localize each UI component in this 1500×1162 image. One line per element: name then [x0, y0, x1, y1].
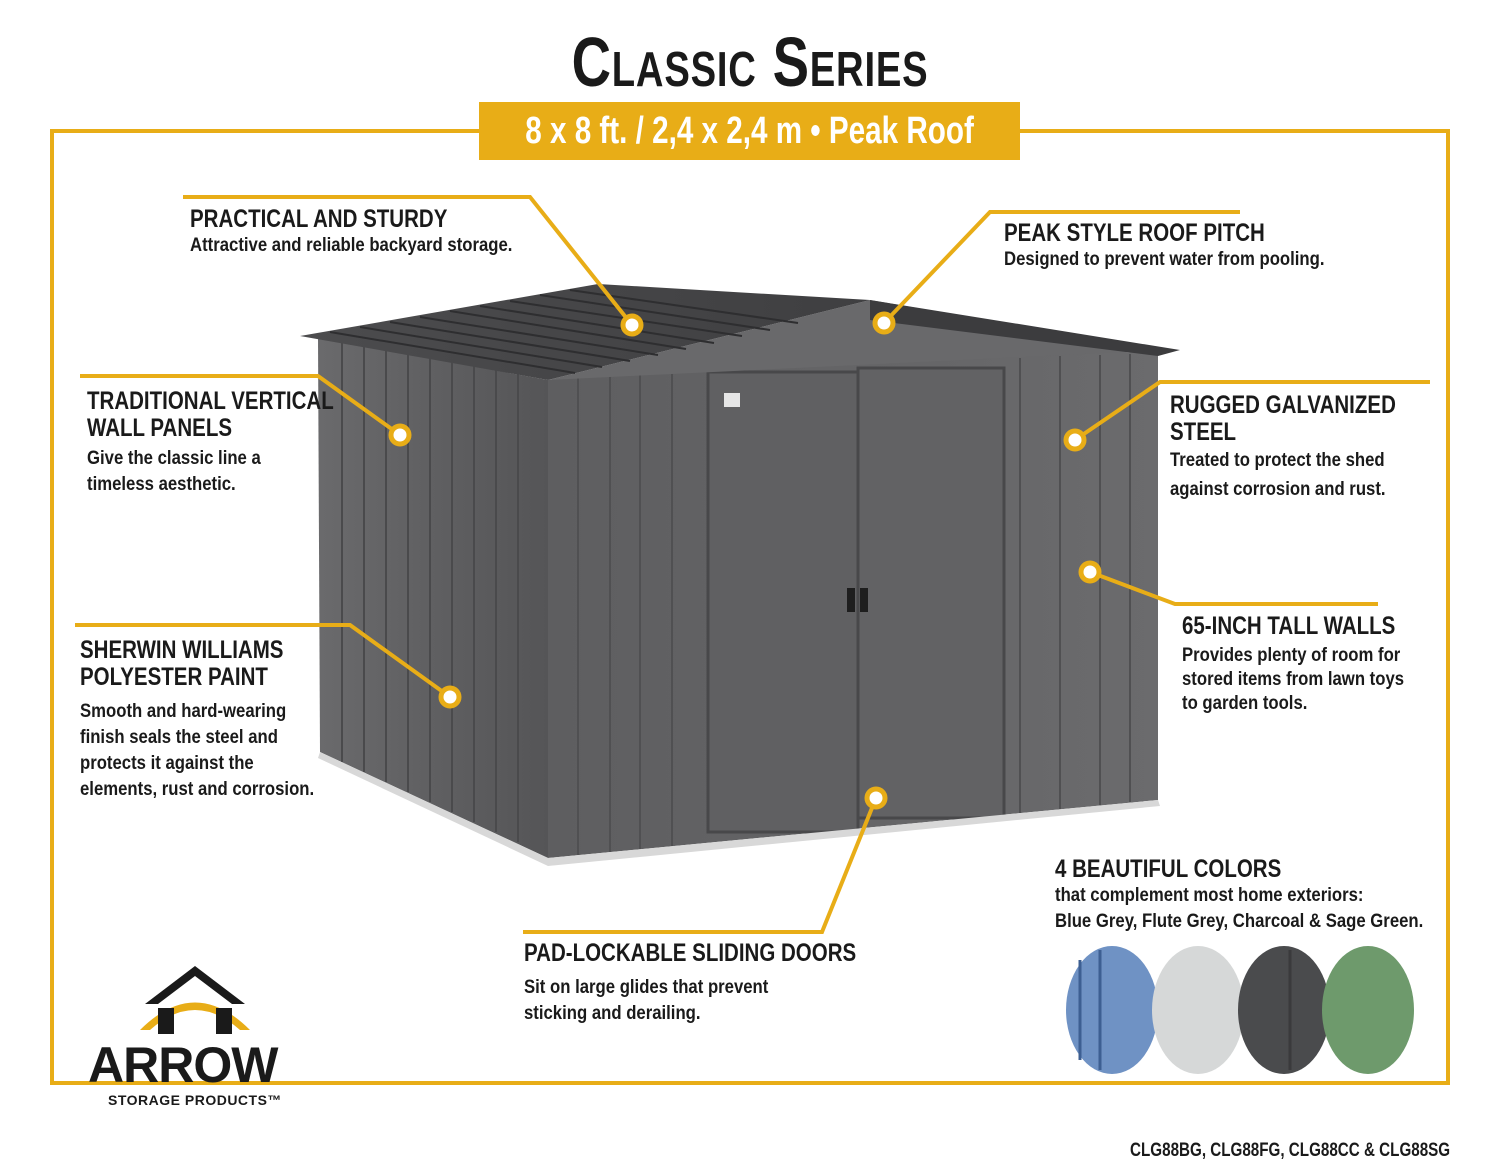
marker-panels	[388, 423, 412, 447]
swatch-blue-grey	[1066, 946, 1158, 1074]
callout-walls-heading: 65-INCH TALL WALLS	[1182, 612, 1396, 640]
callout-walls: 65-INCH TALL WALLS Provides plenty of ro…	[1182, 613, 1442, 716]
callout-steel: RUGGED GALVANIZED STEEL Treated to prote…	[1170, 392, 1500, 504]
door-handle-right	[860, 588, 868, 612]
callout-panels-heading: TRADITIONAL VERTICAL WALL PANELS	[87, 387, 334, 442]
shed-badge	[724, 393, 740, 407]
shed-base	[318, 752, 1160, 866]
brand-subtitle: STORAGE PRODUCTS™	[108, 1092, 282, 1108]
colors-line-1: that complement most home exteriors:	[1055, 885, 1364, 906]
callout-paint: SHERWIN WILLIAMS POLYESTER PAINT Smooth …	[80, 637, 346, 803]
callout-practical-text: Attractive and reliable backyard storage…	[190, 235, 513, 256]
shed-gable	[548, 300, 1168, 380]
door-handle-left	[847, 588, 855, 612]
sliding-door-right	[856, 366, 1006, 820]
shed-roof-right	[870, 300, 1180, 356]
swatch-sage-green	[1322, 946, 1414, 1074]
marker-walls	[1078, 560, 1102, 584]
marker-roof-left	[620, 313, 644, 337]
callout-practical-heading: PRACTICAL AND STURDY	[190, 205, 448, 233]
callout-roof: PEAK STYLE ROOF PITCH Designed to preven…	[1004, 220, 1368, 273]
roof-ribs	[329, 289, 799, 374]
callout-roof-heading: PEAK STYLE ROOF PITCH	[1004, 219, 1265, 247]
brand-name: ARROW	[88, 1037, 278, 1093]
subtitle-text: 8 x 8 ft. / 2,4 x 2,4 m • Peak Roof	[525, 109, 974, 152]
callout-panels-text: Give the classic line a timeless aesthet…	[87, 448, 261, 495]
callout-steel-heading: RUGGED GALVANIZED STEEL	[1170, 391, 1396, 446]
leader-lines	[75, 195, 1430, 934]
sliding-door-left	[706, 370, 860, 834]
marker-doors	[864, 786, 888, 810]
callout-doors: PAD-LOCKABLE SLIDING DOORS Sit on large …	[524, 940, 929, 1027]
colors-heading: 4 BEAUTIFUL COLORS	[1055, 855, 1282, 883]
marker-roof-peak	[872, 311, 896, 335]
subtitle-banner: 8 x 8 ft. / 2,4 x 2,4 m • Peak Roof	[479, 102, 1020, 160]
callout-walls-text: Provides plenty of room for stored items…	[1182, 645, 1405, 714]
callout-steel-text: Treated to protect the shed against corr…	[1170, 450, 1386, 500]
color-swatches	[1066, 946, 1414, 1074]
colors-section: 4 BEAUTIFUL COLORS that complement most …	[1055, 856, 1474, 935]
swatch-charcoal	[1238, 946, 1330, 1074]
callout-doors-text: Sit on large glides that prevent stickin…	[524, 977, 769, 1024]
shed-side-wall	[318, 338, 548, 858]
colors-line-2: Blue Grey, Flute Grey, Charcoal & Sage G…	[1055, 911, 1424, 932]
callout-roof-text: Designed to prevent water from pooling.	[1004, 249, 1325, 270]
front-wall-ribs	[577, 354, 1131, 855]
model-numbers: CLG88BG, CLG88FG, CLG88CC & CLG88SG	[1129, 1140, 1450, 1161]
swatch-flute-grey	[1152, 946, 1244, 1074]
callout-panels: TRADITIONAL VERTICAL WALL PANELS Give th…	[87, 388, 388, 498]
callout-paint-text: Smooth and hard-wearing finish seals the…	[80, 701, 315, 800]
arrow-logo-mark	[140, 966, 250, 1034]
callout-practical: PRACTICAL AND STURDY Attractive and reli…	[190, 206, 556, 259]
side-wall-ribs	[341, 342, 519, 842]
page-title: Classic Series	[571, 23, 929, 101]
marker-steel	[1063, 428, 1087, 452]
callout-markers	[388, 311, 1102, 810]
callout-paint-heading: SHERWIN WILLIAMS POLYESTER PAINT	[80, 636, 284, 691]
callout-doors-heading: PAD-LOCKABLE SLIDING DOORS	[524, 939, 857, 967]
marker-paint	[438, 685, 462, 709]
